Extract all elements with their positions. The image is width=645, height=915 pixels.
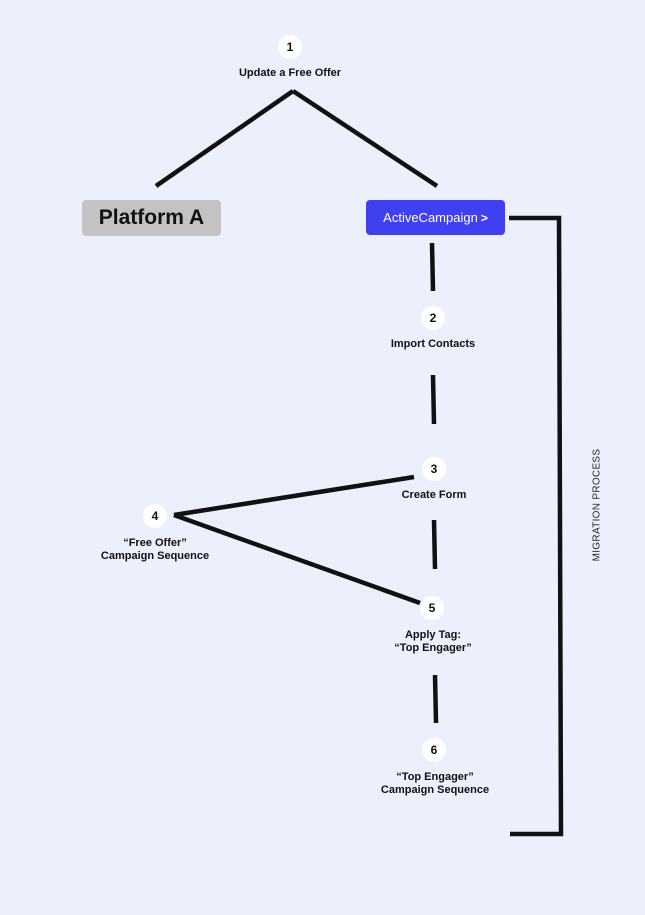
- activecampaign-button[interactable]: ActiveCampaign >: [366, 200, 505, 235]
- step-2-label-line: Import Contacts: [390, 338, 476, 350]
- activecampaign-label: ActiveCampaign: [383, 210, 478, 225]
- step-5-label: Apply Tag: “Top Engager”: [394, 629, 471, 655]
- connector-step4-to-step5: [173, 512, 421, 606]
- step-3-circle: 3: [422, 457, 446, 481]
- migration-process-label: MIGRATION PROCESS: [591, 448, 603, 562]
- platform-a-box: Platform A: [82, 200, 221, 236]
- step-4-label: “Free Offer” Campaign Sequence: [101, 537, 209, 563]
- connector-step1-to-activecampaign: [291, 89, 439, 188]
- connector-step1-to-platform-a: [154, 89, 295, 188]
- connector-step2-to-step3: [430, 374, 437, 425]
- step-3-label: Create Form: [402, 489, 467, 502]
- step-6-label-line-1: “Top Engager”: [396, 771, 474, 783]
- step-4-label-line-1: “Free Offer”: [123, 537, 187, 549]
- step-4-circle: 4: [143, 504, 167, 528]
- chevron-right-icon: >: [480, 210, 488, 225]
- connector-step5-to-step6: [432, 674, 439, 724]
- connector-step4-to-step3: [173, 474, 415, 518]
- step-1-label-line: Update a Free Offer: [238, 67, 342, 79]
- connector-step3-to-step5: [431, 519, 438, 570]
- step-6-label: “Top Engager” Campaign Sequence: [381, 771, 489, 797]
- connector-ac-to-step2: [429, 242, 436, 292]
- step-5-label-line-2: “Top Engager”: [394, 642, 472, 654]
- step-3-label-line: Create Form: [401, 489, 467, 501]
- step-5-label-line-1: Apply Tag:: [404, 629, 462, 641]
- step-2-circle: 2: [421, 306, 445, 330]
- step-2-label: Import Contacts: [391, 338, 475, 351]
- step-5-circle: 5: [420, 596, 444, 620]
- step-6-label-line-2: Campaign Sequence: [380, 784, 490, 796]
- step-1-circle: 1: [278, 35, 302, 59]
- step-1-label: Update a Free Offer: [239, 67, 341, 80]
- step-4-label-line-2: Campaign Sequence: [100, 550, 210, 562]
- migration-process-bracket: [509, 215, 564, 837]
- step-6-circle: 6: [422, 738, 446, 762]
